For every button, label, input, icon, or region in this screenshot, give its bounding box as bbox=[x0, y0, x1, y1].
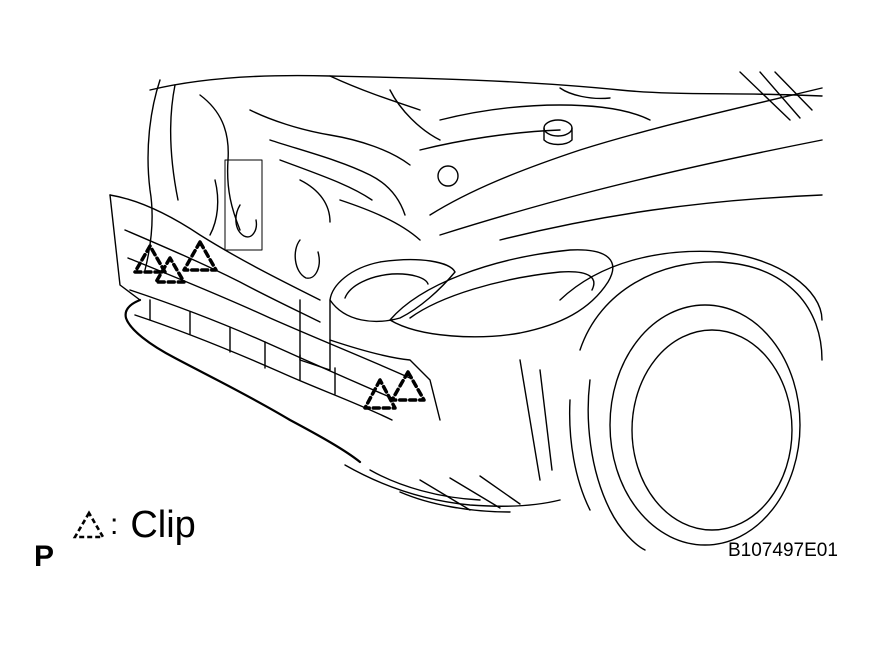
bumper-cover-outline bbox=[124, 298, 362, 464]
hood-outline bbox=[149, 71, 823, 241]
lower-grille bbox=[344, 464, 561, 513]
clip-marker-left-1 bbox=[133, 244, 167, 274]
figure-code: B107497E01 bbox=[728, 540, 838, 561]
radiator-support bbox=[109, 194, 553, 481]
fender-and-wheel bbox=[559, 250, 823, 551]
legend: : Clip bbox=[72, 502, 196, 548]
clip-symbol-icon bbox=[72, 510, 106, 539]
engine-components bbox=[144, 79, 651, 279]
left-headlight bbox=[329, 258, 456, 323]
clip-marker-left-2 bbox=[182, 240, 218, 272]
legend-separator: : bbox=[110, 508, 119, 541]
legend-label: Clip bbox=[130, 504, 196, 546]
bumper-reinforcement bbox=[127, 257, 411, 421]
clip-marker-right-2 bbox=[390, 370, 426, 402]
view-letter: P bbox=[34, 540, 55, 573]
clip-marker-left-3 bbox=[154, 256, 186, 284]
clip-marker-right-1 bbox=[363, 378, 397, 410]
right-headlight bbox=[389, 249, 614, 338]
